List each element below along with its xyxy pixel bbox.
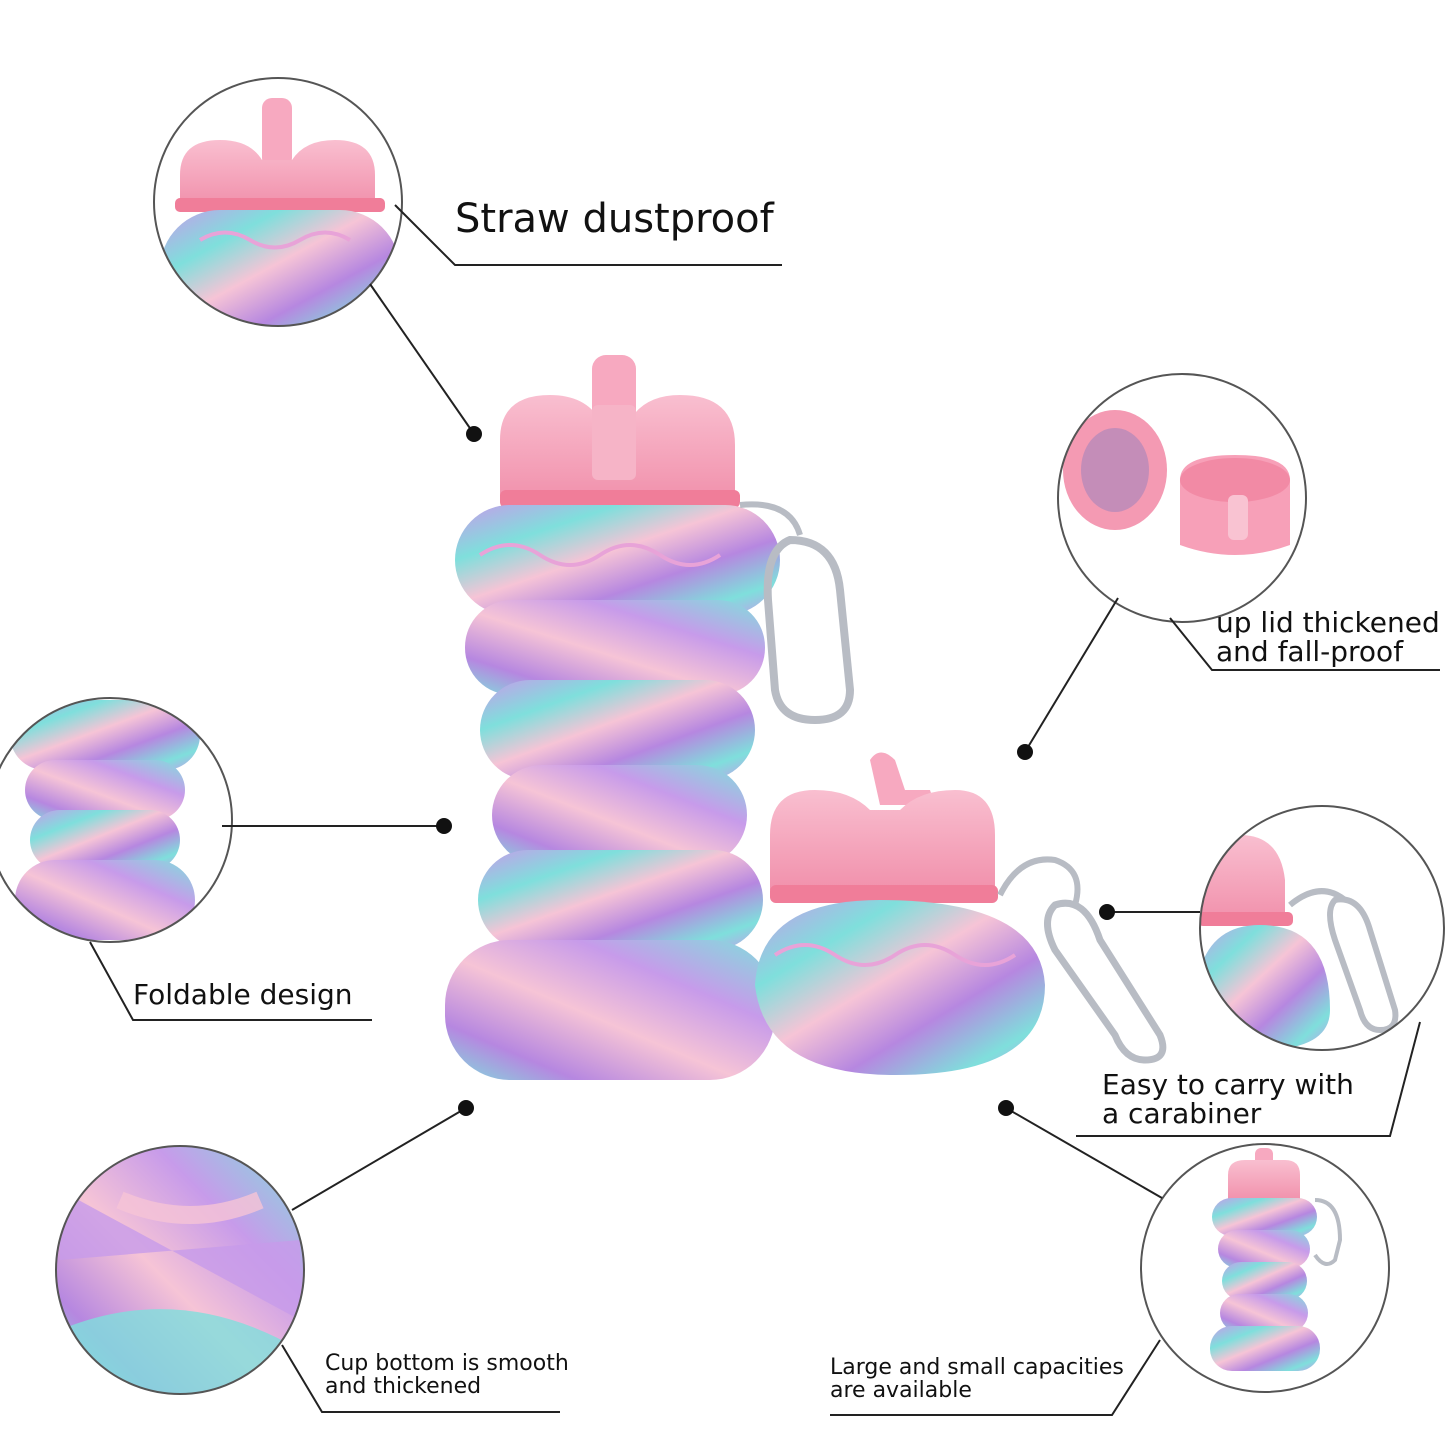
callout-circle <box>153 77 403 327</box>
label-lid-line1: up lid thickened <box>1216 606 1440 639</box>
lid-ring <box>500 490 740 508</box>
label-capacities: Large and small capacities are available <box>830 1356 1124 1402</box>
bottle-ring <box>480 680 755 780</box>
callout-foldable-design <box>0 697 233 943</box>
straw-housing <box>592 405 636 480</box>
leader-line <box>369 283 475 435</box>
bottle-ring <box>478 850 763 950</box>
label-foldable-design: Foldable design <box>133 978 353 1011</box>
leader-dot <box>1099 904 1115 920</box>
callout-circle <box>0 697 233 943</box>
label-bottom-line2: and thickened <box>325 1374 482 1400</box>
label-bottom-line1: Cup bottom is smooth <box>325 1351 569 1376</box>
label-straw-dustproof: Straw dustproof <box>455 196 774 242</box>
label-capacity-line1: Large and small capacities <box>830 1355 1124 1380</box>
leader-dot <box>436 818 452 834</box>
leader-line <box>830 1339 1161 1416</box>
callout-circle <box>55 1145 305 1395</box>
leader-line <box>1005 1107 1163 1199</box>
leader-line <box>281 1344 560 1413</box>
leader-line <box>1169 617 1440 671</box>
callout-carabiner <box>1199 805 1445 1051</box>
label-capacity-line2: are available <box>830 1378 972 1404</box>
leader-dot <box>458 1100 474 1116</box>
callout-capacities <box>1140 1143 1390 1393</box>
bottle-body <box>755 900 1045 1075</box>
straw-tip <box>870 752 935 805</box>
bottle-ring <box>492 765 747 865</box>
wave-pattern <box>773 943 1017 967</box>
leader-dot <box>1017 744 1033 760</box>
leader-line <box>89 941 372 1021</box>
label-lid-line2: and fall-proof <box>1216 635 1404 669</box>
carabiner-ring <box>739 501 803 536</box>
bottle-base <box>445 940 775 1080</box>
lid-ring <box>770 885 998 903</box>
lid <box>770 790 995 890</box>
leader-line <box>394 204 782 266</box>
carabiner-ring <box>997 856 1081 906</box>
callout-circle <box>1057 373 1307 623</box>
label-cup-bottom: Cup bottom is smooth and thickened <box>325 1352 569 1398</box>
callout-lid-thickened <box>1057 373 1307 623</box>
bottle-ring <box>465 600 765 695</box>
carabiner-icon <box>763 535 855 725</box>
leader-line <box>291 1107 467 1211</box>
callout-cup-bottom <box>55 1145 305 1395</box>
label-lid-thickened: up lid thickened and fall-proof <box>1216 608 1440 667</box>
label-carry-line2: a carabiner <box>1102 1097 1262 1131</box>
small-bottle <box>755 752 1167 1075</box>
leader-dot <box>466 426 482 442</box>
callout-circle <box>1140 1143 1390 1393</box>
callout-circle <box>1199 805 1445 1051</box>
bottle-ring <box>455 505 780 615</box>
leader-dot <box>998 1100 1014 1116</box>
label-carabiner: Easy to carry with a carabiner <box>1102 1070 1354 1129</box>
leader-lines <box>89 204 1440 1416</box>
leader-dots <box>436 426 1115 1116</box>
wave-pattern <box>478 543 722 567</box>
leader-line <box>1076 1021 1421 1137</box>
large-bottle <box>445 355 855 1080</box>
callout-straw-dustproof <box>153 77 403 327</box>
leader-line <box>1024 597 1119 753</box>
label-carry-line1: Easy to carry with <box>1102 1068 1354 1101</box>
carabiner-icon <box>1044 899 1167 1064</box>
